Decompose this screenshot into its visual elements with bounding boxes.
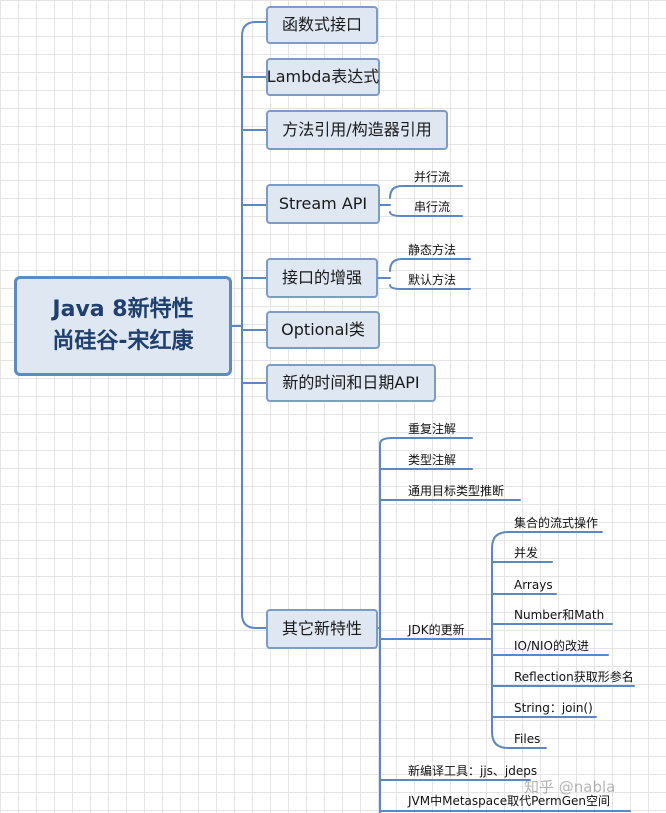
leaf-repeat-annotation[interactable]: 重复注解 [408, 422, 457, 436]
node-interface-enhancement[interactable]: 接口的增强 [266, 258, 378, 298]
leaf-reflection-params[interactable]: Reflection获取形参名 [514, 670, 634, 684]
node-other-features[interactable]: 其它新特性 [266, 609, 378, 649]
leaf-jvm-metaspace[interactable]: JVM中Metaspace取代PermGen空间 [408, 794, 610, 808]
watermark: 知乎 @nabla [524, 778, 616, 796]
leaf-sequential-stream[interactable]: 串行流 [414, 200, 451, 214]
node-lambda[interactable]: Lambda表达式 [266, 58, 380, 96]
leaf-static-method[interactable]: 静态方法 [408, 243, 457, 257]
leaf-concurrency[interactable]: 并发 [514, 546, 539, 560]
leaf-io-nio[interactable]: IO/NIO的改进 [514, 639, 589, 653]
leaf-number-math[interactable]: Number和Math [514, 608, 605, 622]
leaf-new-compiler-tools[interactable]: 新编译工具：jjs、jdeps [408, 764, 538, 778]
root-title: Java 8新特性 [52, 297, 194, 323]
node-functional-interface[interactable]: 函数式接口 [266, 6, 378, 44]
node-stream-api[interactable]: Stream API [266, 184, 380, 224]
leaf-arrays[interactable]: Arrays [514, 578, 553, 592]
leaf-files[interactable]: Files [514, 732, 541, 746]
root-topic[interactable]: Java 8新特性 尚硅谷-宋红康 [14, 276, 232, 376]
leaf-default-method[interactable]: 默认方法 [408, 273, 457, 287]
leaf-parallel-stream[interactable]: 并行流 [414, 170, 451, 184]
leaf-jdk-update[interactable]: JDK的更新 [408, 623, 465, 637]
leaf-type-annotation[interactable]: 类型注解 [408, 453, 457, 467]
leaf-collection-stream-ops[interactable]: 集合的流式操作 [514, 516, 599, 530]
root-subtitle: 尚硅谷-宋红康 [52, 329, 194, 354]
leaf-string-join[interactable]: String：join() [514, 701, 593, 715]
leaf-type-inference[interactable]: 通用目标类型推断 [408, 484, 505, 498]
node-method-reference[interactable]: 方法引用/构造器引用 [266, 110, 448, 150]
node-datetime-api[interactable]: 新的时间和日期API [266, 364, 436, 402]
node-optional[interactable]: Optional类 [266, 311, 380, 349]
